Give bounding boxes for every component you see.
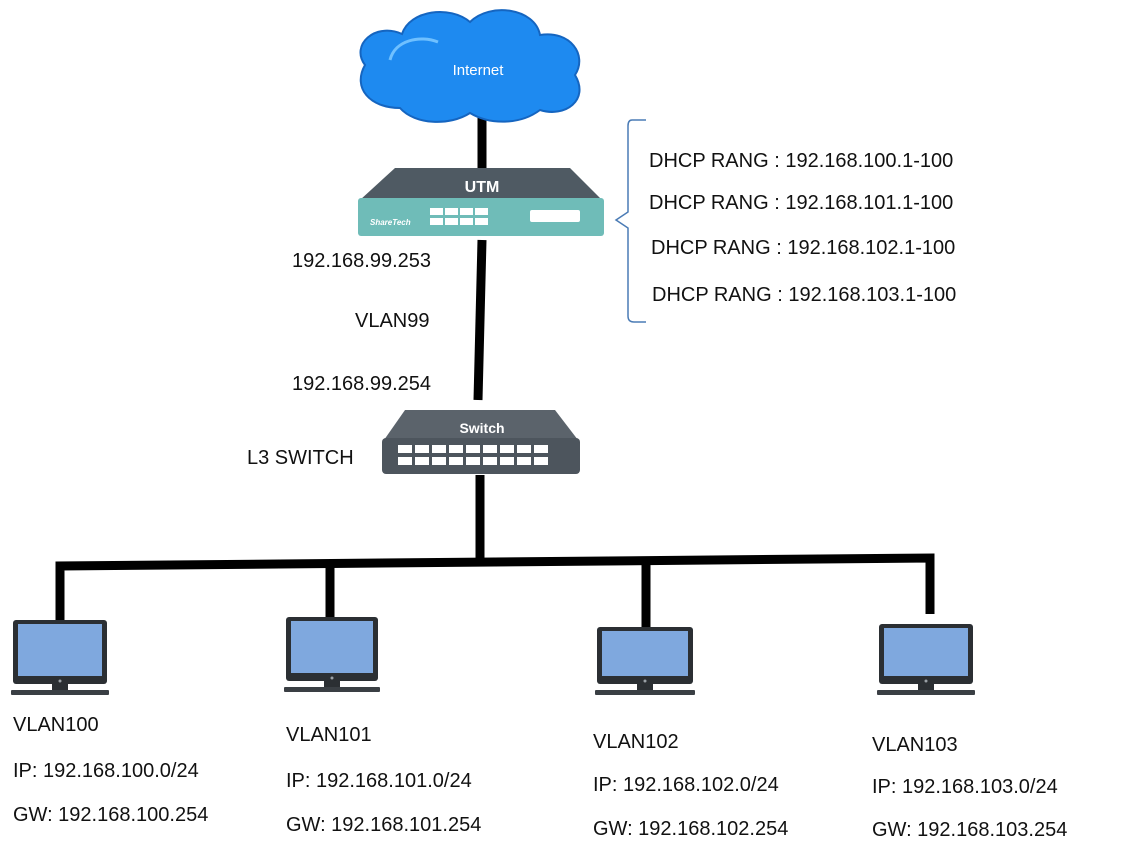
utm-port-4 [475, 208, 488, 215]
client-vlan102-gw: GW: 192.168.102.254 [593, 818, 789, 840]
monitor-base [595, 690, 695, 695]
utm-port-2 [445, 208, 458, 215]
power-led [643, 679, 647, 683]
dhcp-range-vlan101: DHCP RANG : 192.168.101.1-100 [649, 192, 954, 214]
utm-brand-logo: ShareTech [370, 218, 411, 227]
power-led [330, 676, 334, 680]
client-vlan100-gw: GW: 192.168.100.254 [13, 804, 209, 826]
dhcp-bracket [614, 119, 646, 323]
cloud-icon [359, 9, 581, 123]
dhcp-range-vlan103: DHCP RANG : 192.168.103.1-100 [652, 284, 957, 306]
switch-front [382, 438, 580, 474]
dhcp-range-vlan100: DHCP RANG : 192.168.100.1-100 [649, 150, 954, 172]
monitor-icon-vlan102 [595, 627, 695, 695]
utm-port-5 [430, 218, 443, 225]
client-vlan103-gw: GW: 192.168.103.254 [872, 819, 1068, 841]
links [55, 100, 935, 627]
cloud-highlight [388, 37, 439, 61]
utm-port-8 [475, 218, 488, 225]
link-utm-switch [473, 239, 487, 401]
monitor-neck [324, 681, 340, 687]
client-vlan103-name: VLAN103 [872, 734, 958, 756]
monitor-base [284, 687, 380, 692]
utm-label: UTM [465, 179, 500, 196]
client-vlan103-ip: IP: 192.168.103.0/24 [872, 776, 1058, 798]
dhcp-range-vlan102: DHCP RANG : 192.168.102.1-100 [651, 237, 956, 259]
monitor-neck [637, 684, 653, 690]
utm-top [360, 168, 602, 200]
client-vlan101-name: VLAN101 [286, 724, 372, 746]
client-vlan100-name: VLAN100 [13, 714, 99, 736]
vlan99-label: VLAN99 [355, 310, 430, 332]
utm-port-3 [460, 208, 473, 215]
client-vlan100-ip: IP: 192.168.100.0/24 [13, 760, 199, 782]
utm-port-7 [460, 218, 473, 225]
utm-front [358, 198, 604, 236]
switch-top [384, 410, 578, 440]
monitor-neck [52, 684, 68, 690]
client-vlan102-name: VLAN102 [593, 731, 679, 753]
internet-label: Internet [453, 62, 505, 79]
monitor-neck [918, 684, 934, 690]
monitor-screen [18, 624, 102, 676]
client-vlan101-gw: GW: 192.168.101.254 [286, 814, 482, 836]
utm-port-1 [430, 208, 443, 215]
monitor-icon-vlan101 [284, 617, 380, 692]
utm-port-6 [445, 218, 458, 225]
switch-ip-label: 192.168.99.254 [292, 373, 432, 395]
monitor-base [877, 690, 975, 695]
client-vlan102-ip: IP: 192.168.102.0/24 [593, 774, 779, 796]
monitor-icon-vlan100 [11, 620, 109, 695]
network-switch-icon [382, 410, 580, 474]
monitor-base [11, 690, 109, 695]
switch-label: Switch [459, 420, 504, 436]
power-led [924, 679, 928, 683]
utm-ip-label: 192.168.99.253 [292, 250, 432, 272]
power-led [58, 679, 62, 683]
monitor-icon-vlan103 [877, 624, 975, 695]
client-vlan101-ip: IP: 192.168.101.0/24 [286, 770, 472, 792]
l3-switch-label: L3 SWITCH [247, 447, 354, 469]
firewall-appliance-icon: ShareTech [358, 168, 604, 236]
monitor-screen [602, 631, 688, 676]
monitor-screen [884, 628, 968, 676]
bus-line [55, 553, 935, 622]
switch-ports [398, 445, 548, 465]
utm-display [530, 210, 580, 222]
monitor-screen [291, 621, 373, 673]
